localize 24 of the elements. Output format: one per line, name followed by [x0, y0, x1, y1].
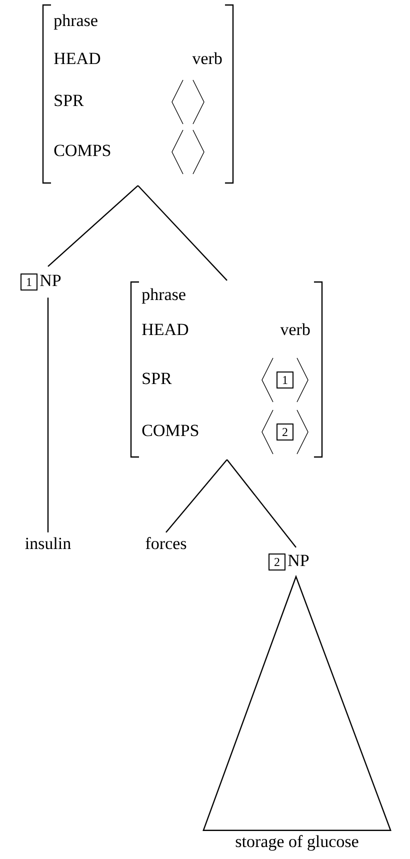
- branch-line: [138, 185, 228, 281]
- word-label: insulin: [25, 537, 71, 550]
- feature-text: phrase: [54, 14, 98, 30]
- branch-line: [48, 185, 138, 267]
- tag-box: 1: [276, 372, 294, 388]
- tag-box: 2: [276, 424, 294, 440]
- category-label: NP: [288, 554, 309, 566]
- feature-text: HEAD: [54, 52, 100, 64]
- tag-box: 2: [268, 554, 286, 570]
- feature-text: phrase: [142, 288, 186, 304]
- word-label: storage of glucose: [236, 835, 358, 851]
- tag-box: 1: [20, 274, 38, 290]
- feature-text: verb: [280, 323, 310, 336]
- feature-text: SPR: [54, 94, 84, 106]
- branch-line: [166, 459, 228, 533]
- category-label: NP: [40, 274, 61, 286]
- feature-text: verb: [192, 52, 222, 64]
- feature-text: COMPS: [54, 144, 110, 156]
- feature-text: COMPS: [142, 424, 198, 436]
- feature-text: HEAD: [142, 324, 188, 336]
- branch-line: [47, 298, 49, 532]
- word-label: forces: [146, 537, 186, 550]
- branch-line: [226, 459, 296, 548]
- feature-text: SPR: [142, 372, 172, 384]
